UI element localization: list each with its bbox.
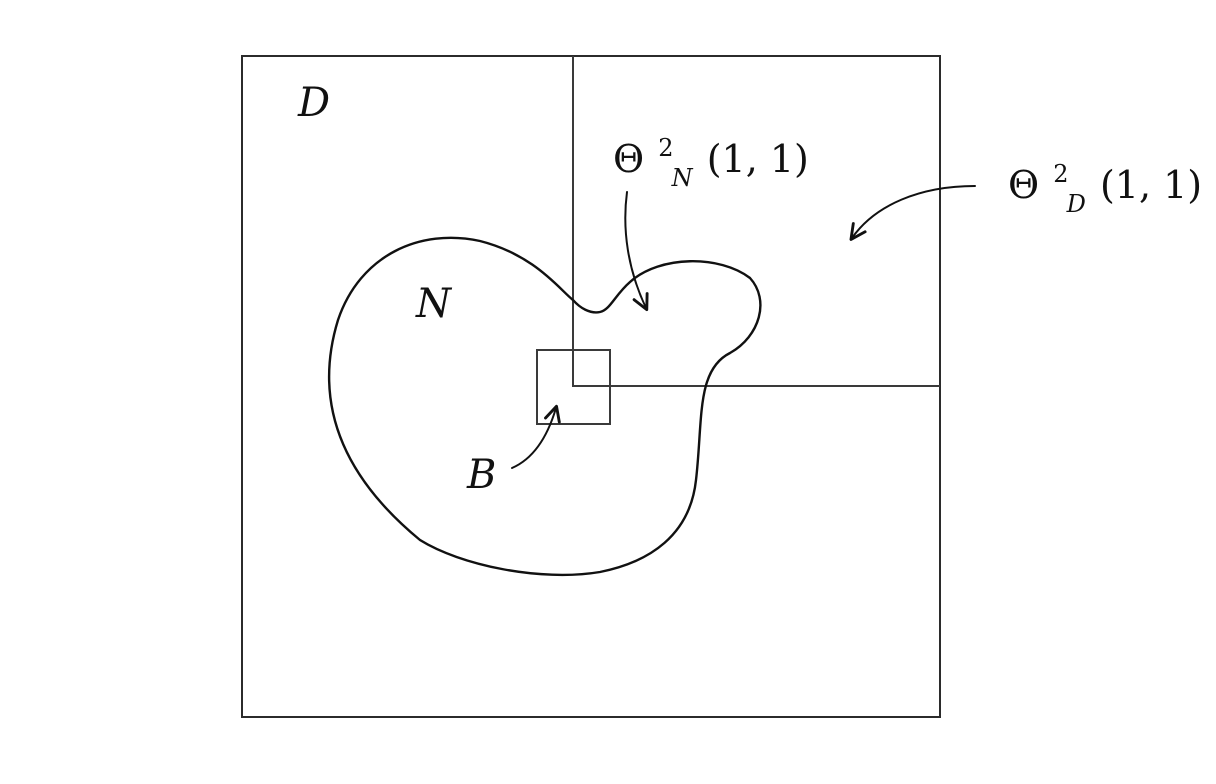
svg-text:Θ 2 D (1, 1): Θ 2 D (1, 1) (1008, 147, 1202, 221)
box-b-arrow (511, 404, 561, 469)
theta-d-sup: 2 (1053, 160, 1068, 188)
label-n: N (415, 281, 453, 327)
theta-d-label: Θ 2 D (1, 1) (1008, 147, 1202, 221)
theta-d-quadrant (572, 56, 940, 387)
theta-n-args: (1, 1) (707, 137, 809, 181)
theta-n-arrow (624, 191, 649, 312)
label-d: D (297, 80, 330, 126)
theta-d-arrow (849, 185, 976, 241)
theta-n-sup: 2 (658, 134, 673, 162)
theta-n-sub: N (671, 164, 694, 192)
theta-d-sub: D (1066, 190, 1086, 218)
theta-d-args: (1, 1) (1100, 163, 1202, 207)
theta-n-base: Θ (613, 137, 644, 181)
label-b: B (466, 452, 496, 498)
region-n-curve (327, 236, 762, 577)
svg-text:Θ 2 N (1, 1): Θ 2 N (1, 1) (613, 121, 809, 195)
theta-d-base: Θ (1008, 163, 1039, 207)
theta-n-label: Θ 2 N (1, 1) (613, 121, 809, 195)
box-b (536, 349, 611, 425)
